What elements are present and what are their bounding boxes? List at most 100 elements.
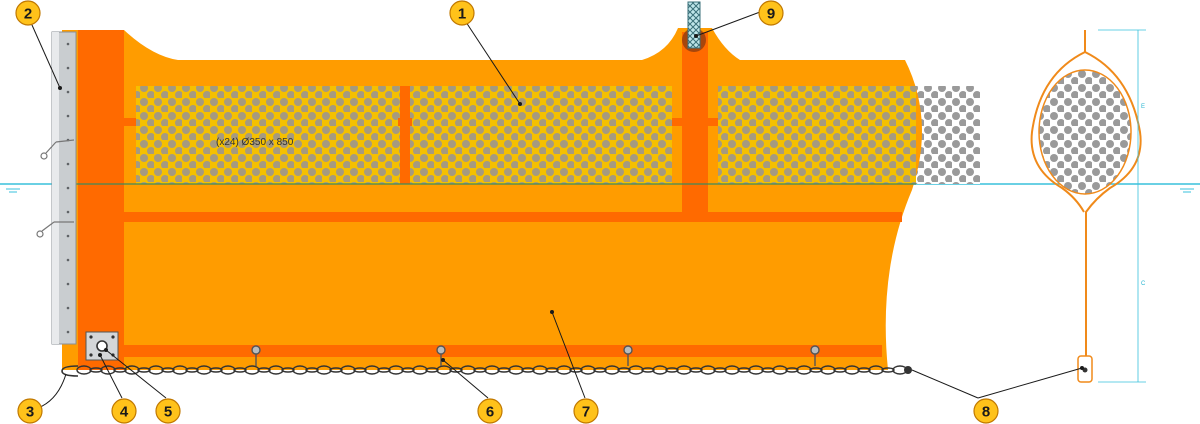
- chain-link: [628, 365, 644, 375]
- chain-link: [220, 365, 236, 375]
- connector-pin-upper: [40, 139, 75, 160]
- chain-link: [353, 367, 367, 373]
- horizontal-strip: [124, 212, 902, 222]
- chain-link: [473, 367, 487, 373]
- float-section-3: [718, 86, 916, 184]
- chain-link: [436, 365, 452, 375]
- leader-dots: [58, 34, 1084, 370]
- chain-link: [281, 367, 295, 373]
- float-tie-4: [672, 118, 718, 126]
- cross-section: E C: [1030, 29, 1146, 383]
- svg-text:1: 1: [458, 6, 466, 23]
- float-annotation: (x24) Ø350 x 850: [216, 137, 294, 148]
- chain-link: [329, 367, 343, 373]
- chain-link: [377, 367, 391, 373]
- chain-link: [772, 365, 788, 375]
- chain-link: [676, 365, 692, 375]
- chain-link: [785, 367, 799, 373]
- chain-link: [521, 367, 535, 373]
- callout-7: 7: [573, 398, 599, 424]
- chain-link: [113, 367, 127, 373]
- chain-link: [388, 365, 404, 375]
- chain-link: [484, 365, 500, 375]
- chain-link: [185, 367, 199, 373]
- chain-link: [460, 365, 476, 375]
- callout-2: 2: [15, 0, 41, 26]
- chain-link: [556, 365, 572, 375]
- chain-link: [748, 365, 764, 375]
- dimension-lines: [1098, 29, 1146, 383]
- chain-link: [257, 367, 271, 373]
- chain-link: [100, 365, 116, 375]
- chain-link: [796, 365, 812, 375]
- chain-link: [844, 365, 860, 375]
- chain-link: [700, 365, 716, 375]
- chain-link: [209, 367, 223, 373]
- dimension-label-c: C: [1141, 281, 1146, 287]
- cross-section-float: [1039, 70, 1131, 194]
- chain-link: [820, 365, 836, 375]
- chain-link: [713, 367, 727, 373]
- chain-end-right: [904, 366, 912, 374]
- end-connector-shade: [52, 32, 59, 344]
- float-section-1: [136, 86, 400, 184]
- chain-link: [412, 365, 428, 375]
- callout-9: 9: [758, 0, 784, 26]
- connector-bolts: [66, 42, 70, 334]
- chain-link: [340, 365, 356, 375]
- lifting-strap: [687, 1, 701, 49]
- chain-link: [497, 367, 511, 373]
- chain-link: [665, 367, 679, 373]
- center-strip: [682, 32, 708, 222]
- callout-1: 1: [449, 0, 475, 26]
- cross-section-float-edge: [1038, 69, 1132, 195]
- float-section-2: [410, 86, 672, 184]
- chain-link: [268, 365, 284, 375]
- float-ghost: [916, 86, 980, 184]
- svg-text:6: 6: [486, 404, 494, 421]
- callout-6: 6: [477, 398, 503, 424]
- ballast-chain: [76, 365, 908, 375]
- chain-link: [881, 367, 895, 373]
- svg-text:4: 4: [120, 404, 129, 421]
- chain-link: [833, 367, 847, 373]
- chain-link: [569, 367, 583, 373]
- chain-link: [316, 365, 332, 375]
- ballast-pocket: [124, 345, 882, 357]
- boom-skirt: [62, 28, 922, 370]
- svg-text:7: 7: [582, 404, 590, 421]
- chain-link: [244, 365, 260, 375]
- towing-eye: [96, 340, 108, 352]
- chain-link: [292, 365, 308, 375]
- water-symbol-right: [1180, 188, 1194, 193]
- chain-link: [196, 365, 212, 375]
- chain-link: [604, 365, 620, 375]
- chain-link: [737, 367, 751, 373]
- chain-link: [137, 367, 151, 373]
- callout-8: 8: [973, 398, 999, 424]
- chain-link: [364, 365, 380, 375]
- cross-section-outline: [1030, 30, 1142, 360]
- chain-link: [401, 367, 415, 373]
- chain-link: [532, 365, 548, 375]
- callout-5: 5: [155, 398, 181, 424]
- chain-link: [233, 367, 247, 373]
- end-strip: [78, 30, 124, 370]
- svg-text:8: 8: [982, 404, 990, 421]
- float-tie-1: [124, 118, 136, 126]
- chain-link: [305, 367, 319, 373]
- float-tie-2: [400, 86, 410, 184]
- chain-link: [545, 367, 559, 373]
- chain-link: [809, 367, 823, 373]
- chain-link: [761, 367, 775, 373]
- svg-text:3: 3: [26, 404, 34, 421]
- towing-plate-bolts: [89, 335, 115, 357]
- chain-link: [449, 367, 463, 373]
- chain-link: [857, 367, 871, 373]
- chain-hangers: [251, 345, 820, 366]
- chain-link: [172, 365, 188, 375]
- svg-text:2: 2: [24, 6, 32, 23]
- chain-link: [868, 365, 884, 375]
- chain-link: [148, 365, 164, 375]
